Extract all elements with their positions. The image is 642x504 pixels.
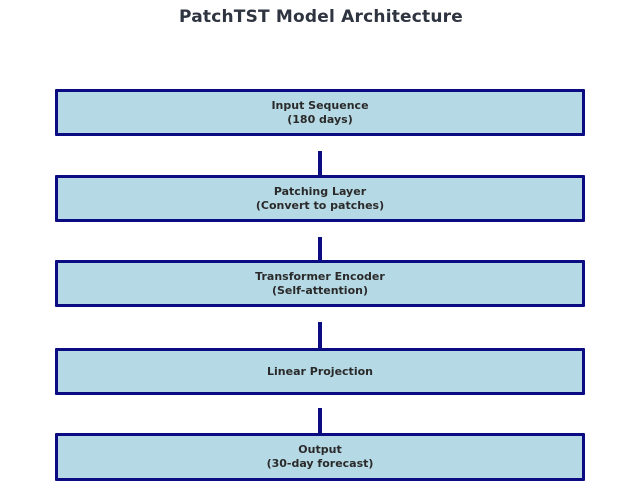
flow-connector-3 bbox=[318, 322, 322, 349]
flow-connector-1 bbox=[318, 151, 322, 178]
diagram-title: PatchTST Model Architecture bbox=[179, 7, 463, 27]
flow-connector-4 bbox=[318, 408, 322, 435]
box-label-line2: (Self-attention) bbox=[271, 283, 368, 297]
box-label-line2: (30-day forecast) bbox=[266, 457, 374, 470]
flow-box-patching-layer: Patching Layer (Convert to patches) bbox=[55, 175, 585, 222]
box-label-line1: Linear Projection bbox=[267, 364, 373, 378]
flow-box-transformer-encoder: Transformer Encoder (Self-attention) bbox=[55, 260, 585, 307]
flow-box-linear-projection: Linear Projection bbox=[55, 348, 585, 395]
box-label-line2: (Convert to patches) bbox=[255, 198, 385, 212]
box-label-line1: Output bbox=[298, 443, 342, 456]
flow-connector-2 bbox=[318, 237, 322, 264]
box-label-line1: Transformer Encoder bbox=[255, 269, 385, 283]
box-label-line1: Input Sequence bbox=[271, 98, 369, 112]
box-label-line1: Patching Layer bbox=[273, 184, 367, 198]
flow-box-input-sequence: Input Sequence (180 days) bbox=[55, 89, 585, 136]
box-label-line2: (180 days) bbox=[287, 112, 353, 126]
flow-box-output: Output (30-day forecast) bbox=[55, 433, 585, 481]
